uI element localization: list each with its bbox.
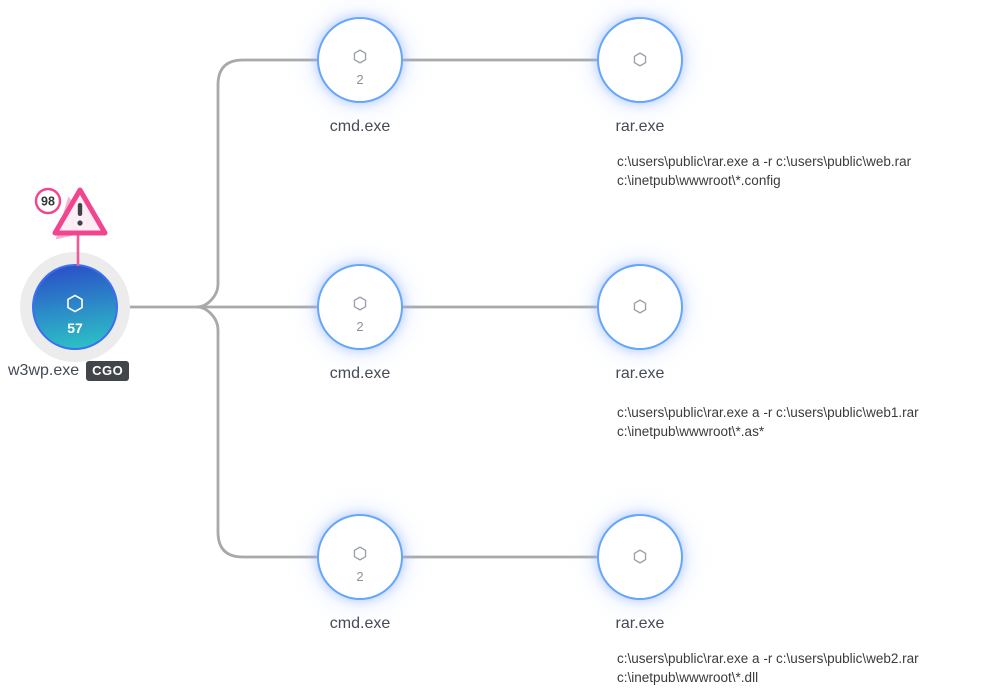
node-label-cmd[interactable]: cmd.exe — [329, 118, 391, 135]
process-node-rar[interactable] — [597, 514, 683, 600]
command-line-text: c:\users\public\rar.exe a -r c:\users\pu… — [617, 404, 982, 441]
descendant-count: 2 — [356, 72, 364, 87]
command-line-1: c:\users\public\rar.exe a -r c:\users\pu… — [617, 651, 919, 666]
descendant-count: 2 — [356, 569, 364, 584]
command-line-1: c:\users\public\rar.exe a -r c:\users\pu… — [617, 154, 912, 169]
process-hexagon-icon — [633, 52, 647, 67]
command-line-text: c:\users\public\rar.exe a -r c:\users\pu… — [617, 650, 982, 687]
exclamation-dot — [77, 220, 83, 226]
exclamation-mark — [77, 203, 83, 216]
command-line-1: c:\users\public\rar.exe a -r c:\users\pu… — [617, 405, 919, 420]
process-hexagon-icon — [353, 296, 367, 311]
alert-count-circle — [34, 187, 62, 215]
process-node-cmd[interactable]: 2 — [317, 264, 403, 350]
process-node-w3wp[interactable]: 57 — [32, 264, 118, 350]
process-node-cmd[interactable]: 2 — [317, 17, 403, 103]
node-label-cmd[interactable]: cmd.exe — [329, 365, 391, 382]
node-label-rar[interactable]: rar.exe — [615, 118, 665, 135]
edge-fork-to-cmd-bottom — [195, 305, 319, 559]
process-hexagon-icon — [353, 49, 367, 64]
process-node-rar[interactable] — [597, 264, 683, 350]
descendant-count: 57 — [67, 320, 83, 336]
node-label-cmd[interactable]: cmd.exe — [329, 615, 391, 632]
command-line-2: c:\inetpub\wwwroot\*.as* — [617, 423, 765, 439]
command-line-2: c:\inetpub\wwwroot\*.dll — [617, 669, 759, 685]
process-hexagon-icon — [633, 549, 647, 564]
edge-fork-to-cmd-top — [195, 58, 319, 309]
alert-count: 98 — [41, 195, 55, 209]
process-node-rar[interactable] — [597, 17, 683, 103]
alert-badge[interactable]: 98 — [30, 183, 114, 269]
root-node-label-row[interactable]: w3wp.exe CGO — [8, 361, 130, 382]
root-node-label: w3wp.exe — [8, 362, 80, 380]
process-node-cmd[interactable]: 2 — [317, 514, 403, 600]
node-label-rar[interactable]: rar.exe — [615, 365, 665, 382]
node-label-rar[interactable]: rar.exe — [615, 615, 665, 632]
descendant-count: 2 — [356, 319, 364, 334]
process-hexagon-icon — [633, 299, 647, 314]
process-hexagon-icon — [67, 294, 83, 313]
command-line-2: c:\inetpub\wwwroot\*.config — [617, 172, 781, 188]
process-hexagon-icon — [353, 546, 367, 561]
analyzer-tag-badge: CGO — [86, 361, 130, 382]
command-line-text: c:\users\public\rar.exe a -r c:\users\pu… — [617, 153, 982, 190]
